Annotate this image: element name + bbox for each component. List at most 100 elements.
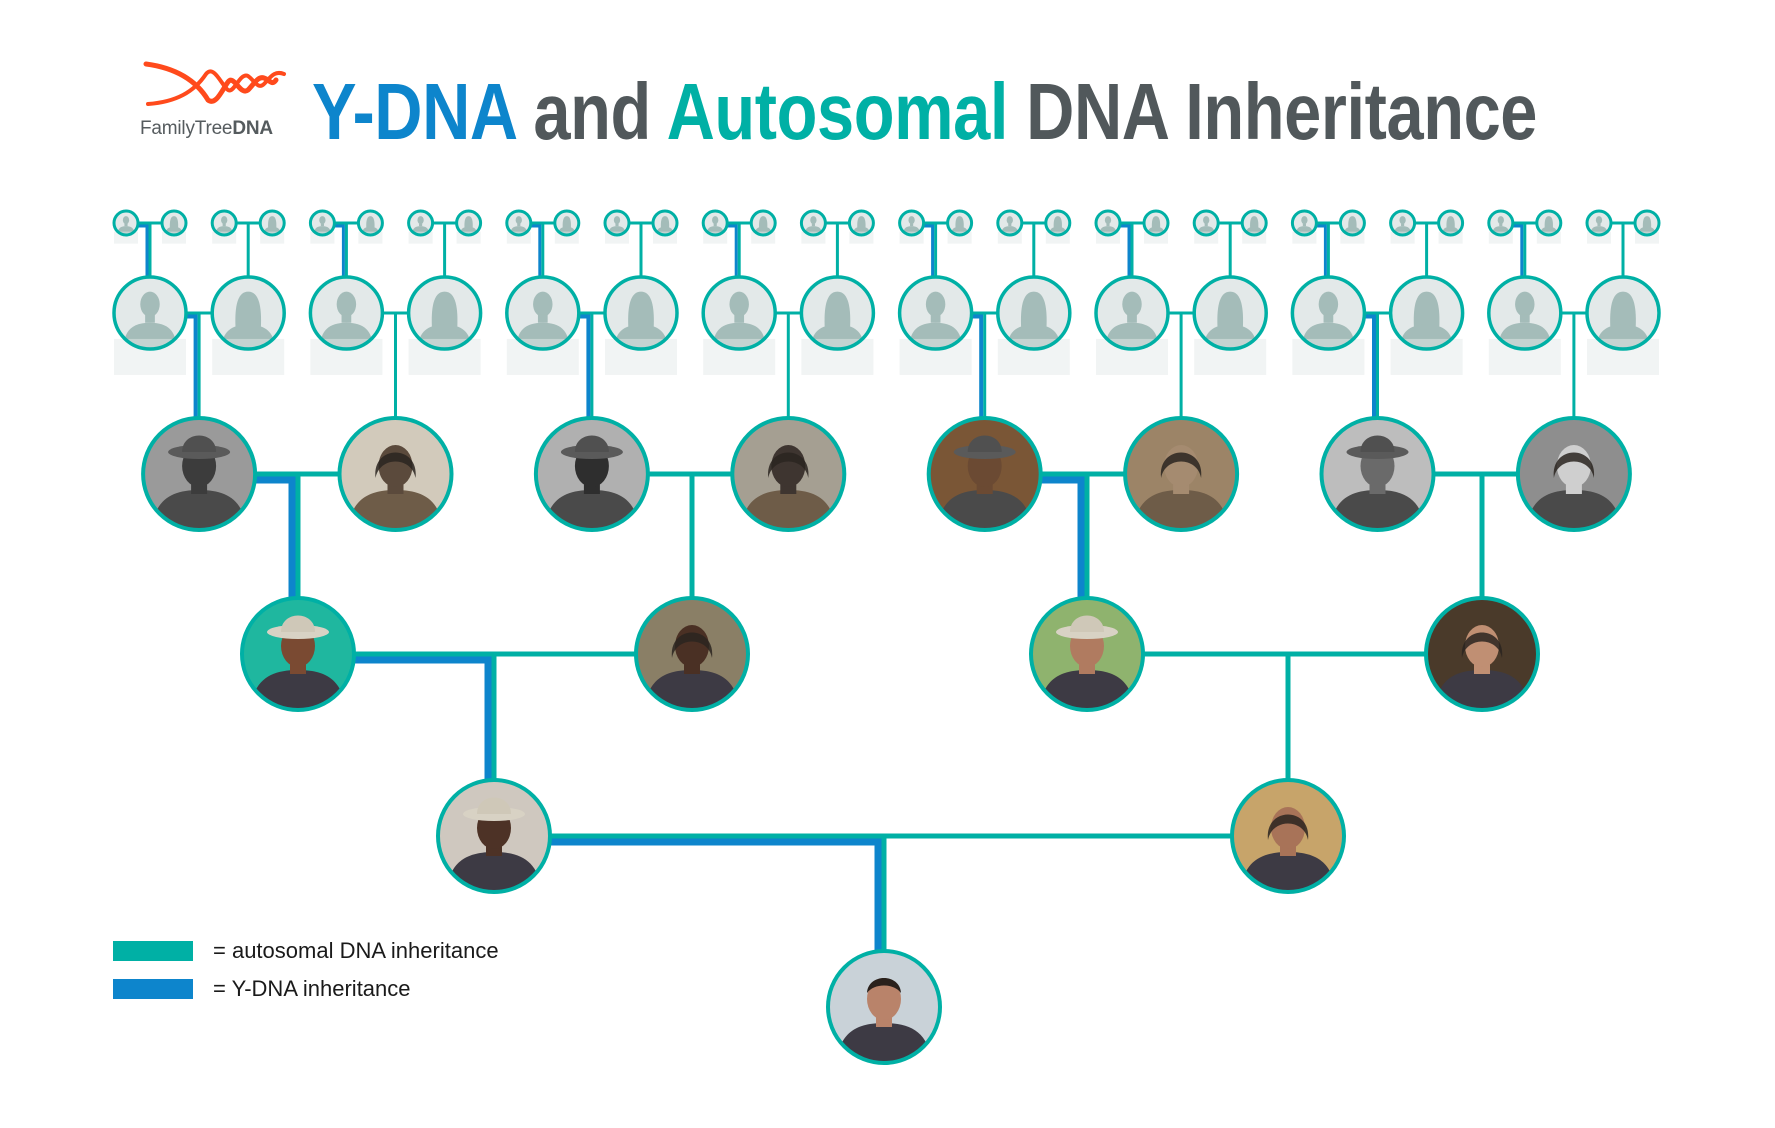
node-border: [1029, 596, 1145, 712]
node-border: [1123, 416, 1240, 532]
node-border: [1240, 209, 1268, 237]
node-border: [553, 209, 581, 237]
page-title: Y-DNA and Autosomal DNA Inheritance: [312, 66, 1537, 158]
node-border: [1094, 209, 1122, 237]
great-great-great-grandparents-4: [308, 209, 336, 244]
familytreedna-logo[interactable]: FamilyTreeDNA: [136, 60, 296, 144]
legend-item-autosomal: = autosomal DNA inheritance: [113, 932, 499, 970]
great-great-great-grandparents-26: [1389, 209, 1417, 244]
node-border: [160, 209, 188, 237]
great-grandparents-7: [1515, 416, 1632, 532]
node-border: [634, 596, 750, 712]
great-grandparents-0: [141, 416, 258, 532]
great-great-great-grandparents-31: [1633, 209, 1661, 244]
grandparents-2: [1029, 596, 1145, 712]
node-border: [1388, 275, 1465, 351]
great-great-great-grandparents-22: [1192, 209, 1220, 244]
hair: [671, 632, 713, 658]
hair: [867, 978, 901, 993]
hair: [1160, 452, 1202, 478]
node-border: [1585, 209, 1613, 237]
node-border: [505, 209, 533, 237]
node-border: [1424, 596, 1540, 712]
node-border: [1487, 275, 1563, 351]
great-great-grandparents-15: [1585, 275, 1661, 375]
great-great-grandparents-2: [308, 275, 385, 375]
logo-text-light: FamilyTree: [140, 118, 233, 139]
title-ydna: Y-DNA: [312, 67, 516, 156]
great-great-great-grandparents-30: [1585, 209, 1613, 244]
great-great-great-grandparents-11: [651, 209, 679, 244]
node-border: [1338, 209, 1366, 237]
great-great-great-grandparents-18: [996, 209, 1024, 244]
great-great-great-grandparents-21: [1142, 209, 1170, 244]
node-border: [1192, 209, 1220, 237]
hair: [375, 452, 416, 478]
node-border: [407, 209, 435, 237]
great-great-great-grandparents-10: [603, 209, 631, 244]
great-great-grandparents-0: [112, 275, 188, 375]
node-border: [308, 275, 385, 351]
legend-label-ydna: = Y-DNA inheritance: [213, 976, 411, 1001]
node-border: [337, 416, 454, 532]
node-border: [603, 275, 679, 351]
node-border: [141, 416, 258, 532]
great-grandparents-4: [926, 416, 1043, 532]
grandparents-3: [1424, 596, 1540, 712]
legend-label-autosomal: = autosomal DNA inheritance: [213, 938, 499, 963]
node-border: [258, 209, 286, 237]
grandparents-1: [634, 596, 750, 712]
hair: [1553, 452, 1595, 478]
great-great-grandparents-9: [996, 275, 1072, 375]
great-grandparents-6: [1319, 416, 1436, 532]
great-great-great-grandparents-28: [1487, 209, 1515, 244]
great-great-great-grandparents-27: [1437, 209, 1465, 244]
node-border: [505, 275, 581, 351]
node-border: [436, 778, 552, 894]
great-great-grandparents-4: [505, 275, 581, 375]
great-great-great-grandparents-9: [553, 209, 581, 244]
dna-helix-icon: [143, 61, 286, 106]
great-great-great-grandparents-5: [356, 209, 384, 244]
node-border: [847, 209, 875, 237]
great-great-great-grandparents-1: [160, 209, 188, 244]
person-nodes: [112, 209, 1661, 1065]
node-border: [112, 209, 140, 237]
great-great-great-grandparents-13: [749, 209, 777, 244]
connector-lines: [138, 221, 1635, 951]
node-border: [210, 209, 238, 237]
node-border: [1535, 209, 1563, 237]
great-great-grandparents-3: [406, 275, 483, 375]
node-border: [455, 209, 483, 237]
node-border: [898, 209, 926, 237]
great-great-grandparents-11: [1192, 275, 1268, 375]
great-great-great-grandparents-8: [505, 209, 533, 244]
node-border: [1142, 209, 1170, 237]
node-border: [1094, 275, 1170, 351]
great-great-great-grandparents-2: [210, 209, 238, 244]
great-great-great-grandparents-3: [258, 209, 286, 244]
node-border: [533, 416, 650, 532]
great-great-grandparents-1: [210, 275, 286, 375]
great-great-great-grandparents-6: [407, 209, 435, 244]
node-border: [1437, 209, 1465, 237]
great-grandparents-1: [337, 416, 454, 532]
great-grandparents-2: [533, 416, 650, 532]
legend-swatch-autosomal: [113, 941, 193, 961]
node-border: [1487, 209, 1515, 237]
great-great-grandparents-7: [799, 275, 876, 375]
great-great-great-grandparents-7: [455, 209, 483, 244]
legend-swatch-ydna: [113, 979, 193, 999]
node-border: [406, 275, 483, 351]
node-border: [946, 209, 974, 237]
great-great-grandparents-10: [1094, 275, 1170, 375]
title-autosomal: Autosomal: [666, 67, 1009, 156]
great-great-great-grandparents-20: [1094, 209, 1122, 244]
legend-item-ydna: = Y-DNA inheritance: [113, 970, 499, 1008]
great-great-grandparents-5: [603, 275, 679, 375]
node-border: [701, 209, 729, 237]
node-border: [1290, 275, 1367, 351]
great-great-great-grandparents-16: [898, 209, 926, 244]
parents-1: [1230, 778, 1346, 894]
great-great-great-grandparents-0: [112, 209, 140, 244]
